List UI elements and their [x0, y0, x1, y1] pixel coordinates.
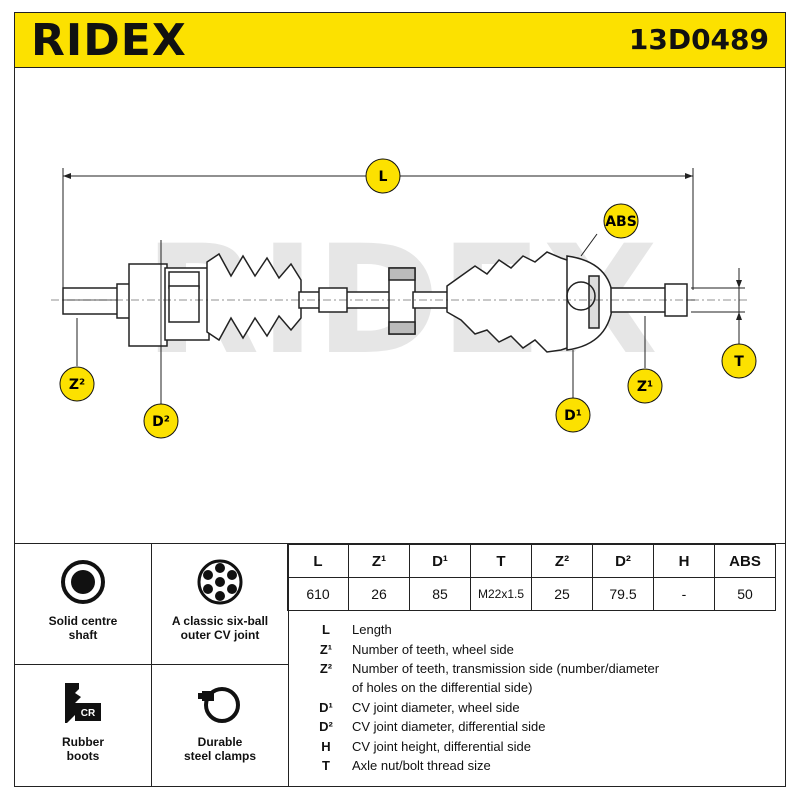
- spec-value: -: [653, 577, 715, 611]
- solid-shaft-icon: [15, 558, 151, 606]
- spec-header: L: [287, 544, 349, 578]
- label-D2: D²: [152, 414, 170, 430]
- spec-header-row: L Z¹ D¹ T Z² D² H ABS: [287, 544, 776, 578]
- feature-label: Rubber: [62, 735, 104, 749]
- spec-value: 26: [348, 577, 410, 611]
- spec-header: Z²: [531, 544, 593, 578]
- legend-row: Z² Number of teeth, transmission side (nu…: [300, 659, 780, 678]
- feature-label: Durable: [197, 735, 243, 749]
- feature-label: Solid centre: [48, 614, 118, 628]
- spec-value: 610: [287, 577, 349, 611]
- legend-key: T: [322, 757, 330, 773]
- legend-row: Z¹ Number of teeth, wheel side: [300, 639, 780, 658]
- legend-text: CV joint height, differential side: [352, 738, 531, 754]
- dimension-L: L: [62, 158, 694, 290]
- legend-text: Number of teeth, transmission side (numb…: [352, 660, 660, 676]
- dimension-D1: D¹: [555, 350, 591, 433]
- ridex-logo: RIDEX: [31, 15, 187, 66]
- spec-header: Z¹: [348, 544, 410, 578]
- legend-text: CV joint diameter, differential side: [352, 719, 546, 735]
- legend: L Length Z¹ Number of teeth, wheel side Z²…: [300, 620, 780, 775]
- label-Z2: Z²: [69, 377, 85, 393]
- legend-row: T Axle nut/bolt thread size: [300, 756, 780, 775]
- technical-drawing: RIDEX L: [14, 68, 786, 544]
- shaft-assembly: [62, 240, 695, 353]
- legend-key: Z²: [319, 660, 333, 676]
- feature-label: outer CV joint: [180, 628, 260, 642]
- steel-clamp-icon: [152, 679, 288, 727]
- legend-key: Z¹: [319, 641, 333, 657]
- dimension-Z2: Z²: [59, 318, 95, 402]
- legend-key: D²: [319, 719, 333, 735]
- feature-label: A classic six-ball: [171, 614, 269, 628]
- legend-row: of holes on the differential side): [300, 678, 780, 697]
- label-Z1: Z¹: [637, 379, 653, 395]
- spec-header: T: [470, 544, 532, 578]
- spec-header: ABS: [714, 544, 776, 578]
- feature-label: boots: [66, 749, 100, 763]
- spec-header: D²: [592, 544, 654, 578]
- legend-text: CV joint diameter, wheel side: [352, 699, 520, 715]
- dimension-T: T: [691, 268, 757, 379]
- six-ball-joint-icon: [152, 558, 288, 606]
- rubber-boot-cr-icon: CR: [15, 679, 151, 727]
- label-D1: D¹: [564, 408, 582, 424]
- spec-value: 50: [714, 577, 776, 611]
- legend-row: D² CV joint diameter, differential side: [300, 717, 780, 736]
- feature-label: shaft: [68, 628, 98, 642]
- part-number: 13D0489: [628, 23, 769, 56]
- legend-text: Length: [352, 622, 392, 638]
- spec-value-row: 610 26 85 M22x1.5 25 79.5 - 50: [287, 577, 776, 611]
- spec-value: 85: [409, 577, 471, 611]
- spec-header: D¹: [409, 544, 471, 578]
- legend-text: Number of teeth, wheel side: [352, 641, 514, 657]
- legend-text: of holes on the differential side): [352, 680, 533, 696]
- spec-header: H: [653, 544, 715, 578]
- label-L: L: [379, 169, 388, 185]
- legend-text: Axle nut/bolt thread size: [352, 757, 491, 773]
- dimension-ABS: ABS: [580, 203, 639, 257]
- legend-key: L: [322, 622, 330, 638]
- spec-value: 79.5: [592, 577, 654, 611]
- legend-row: D¹ CV joint diameter, wheel side: [300, 698, 780, 717]
- spec-table: L Z¹ D¹ T Z² D² H ABS 610 26 85 M22x1.5 …: [287, 544, 776, 611]
- legend-key: D¹: [319, 699, 333, 715]
- label-T: T: [734, 354, 744, 370]
- header-bar: RIDEX 13D0489: [14, 12, 786, 68]
- feature-label: steel clamps: [183, 749, 257, 763]
- dimension-D2: D²: [143, 346, 179, 439]
- spec-value: 25: [531, 577, 593, 611]
- legend-key: H: [321, 738, 331, 754]
- dimension-Z1: Z¹: [627, 316, 663, 404]
- cr-badge: CR: [81, 708, 96, 719]
- label-ABS: ABS: [605, 214, 637, 230]
- legend-row: H CV joint height, differential side: [300, 736, 780, 755]
- spec-value: M22x1.5: [470, 577, 532, 611]
- legend-row: L Length: [300, 620, 780, 639]
